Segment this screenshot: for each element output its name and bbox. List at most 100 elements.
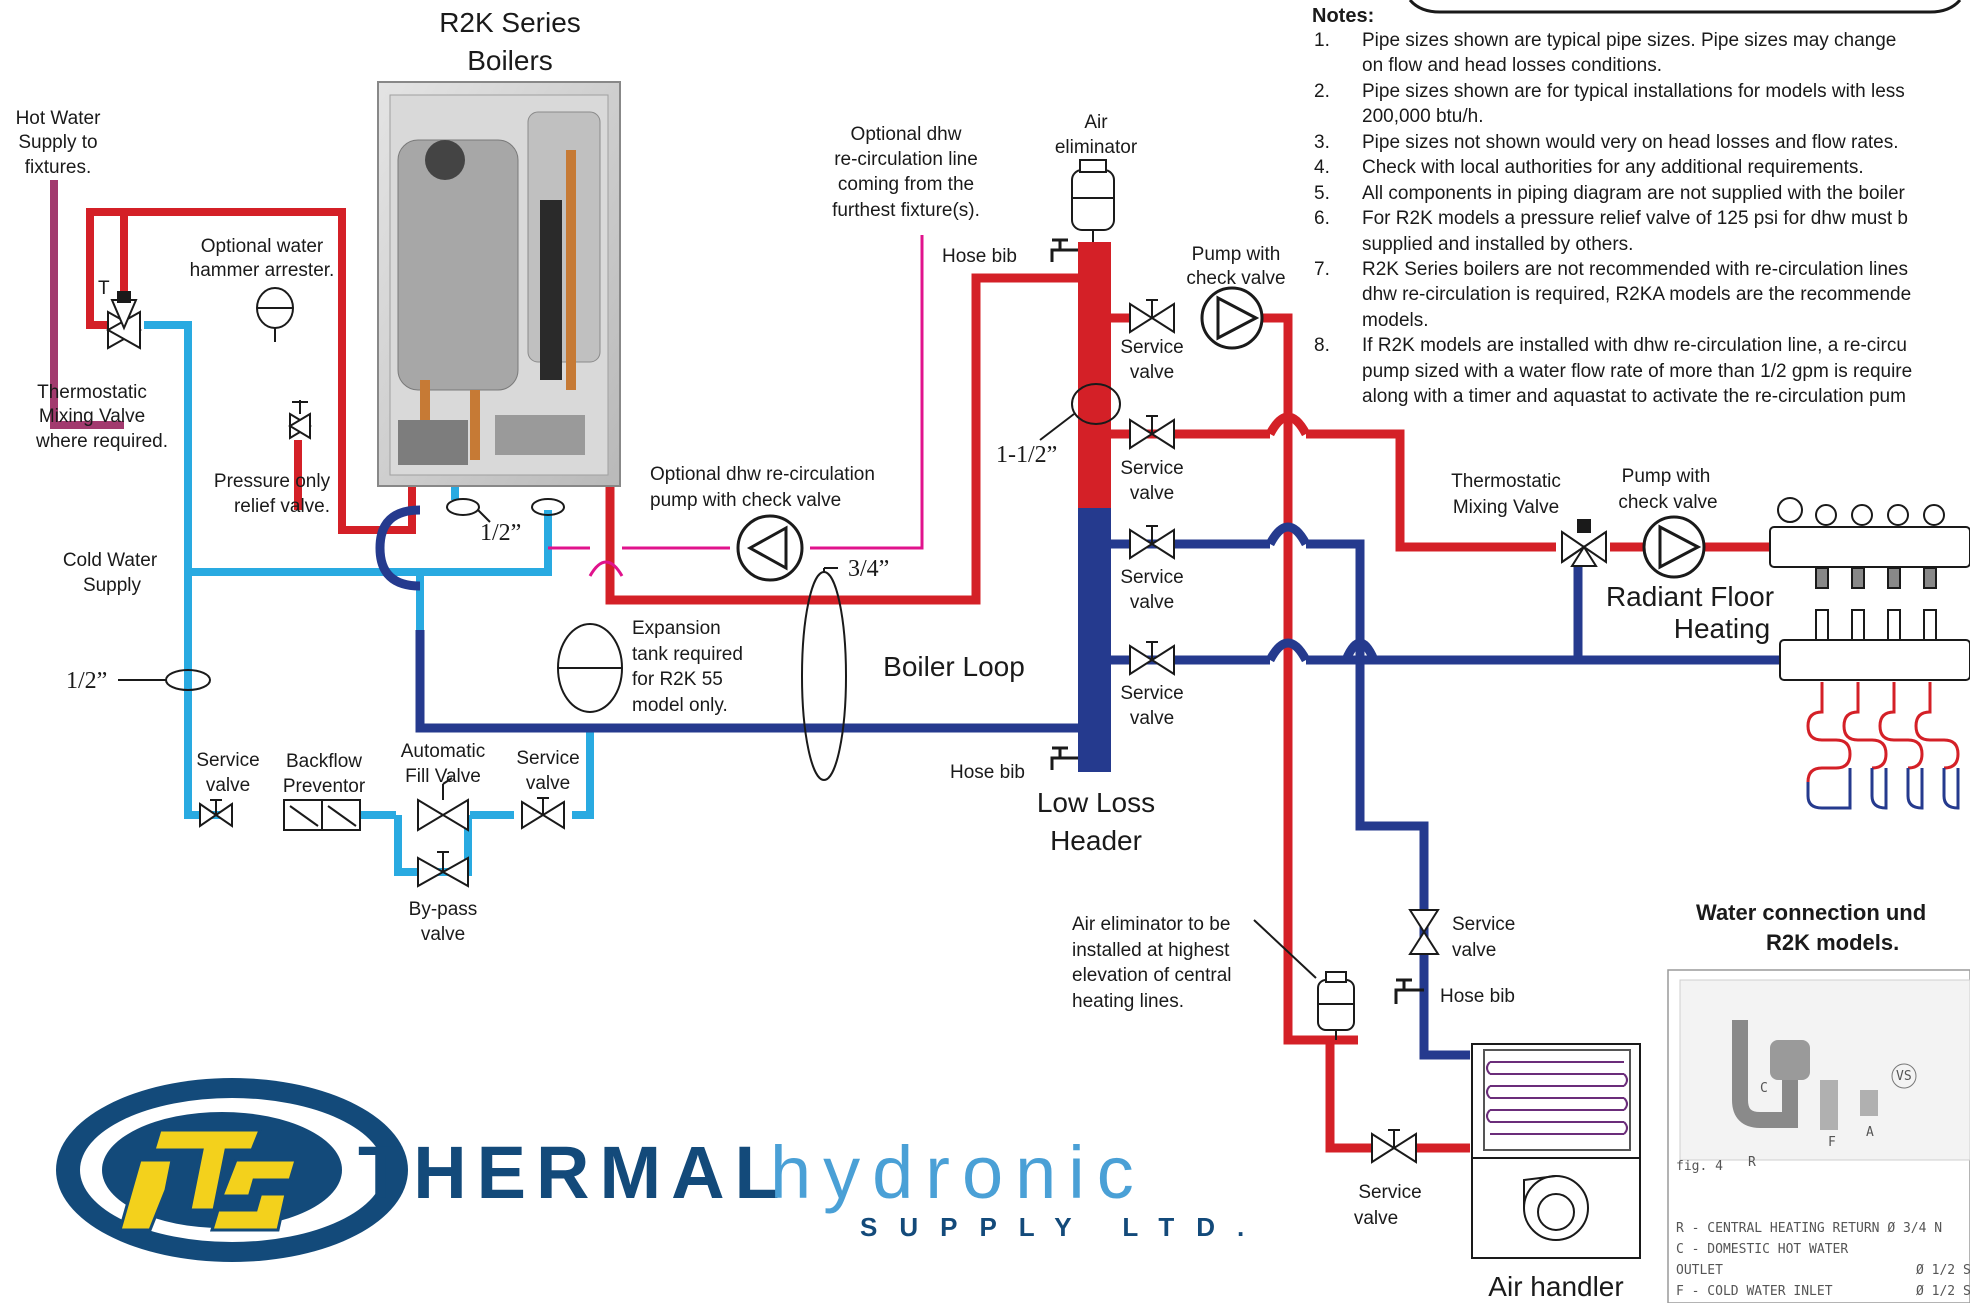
note-7-line-2: dhw re-circulation is required, R2KA mod… [1362, 284, 1911, 305]
bypass-label-2: valve [421, 924, 465, 945]
service-valve-2-label-2: valve [526, 773, 570, 794]
ah-elim-label-2: installed at highest [1072, 940, 1230, 961]
backflow-label-2: Preventor [283, 776, 366, 797]
wc-legend-c1: C - DOMESTIC HOT WATER [1676, 1242, 1848, 1257]
hot-water-label-1: Hot Water [16, 108, 101, 129]
autofill-label-1: Automatic [401, 741, 485, 762]
water-connection-fig: fig. 4 [1676, 1159, 1723, 1174]
cold-pipe-size: 1/2” [66, 668, 107, 694]
wc-label-vs: VS [1896, 1069, 1912, 1084]
ah-sv-top-label-2: valve [1452, 940, 1496, 961]
backflow-label-1: Backflow [286, 751, 362, 772]
recirc-pump-label-2: pump with check valve [650, 490, 841, 511]
autofill-label-2: Fill Valve [405, 766, 481, 787]
mixing-valve-t-label: T [98, 278, 110, 299]
ah-sv-bottom-label-2: valve [1354, 1208, 1398, 1229]
dhw-service-valve [199, 799, 233, 828]
header-pump-label-2: check valve [1186, 268, 1285, 289]
expansion-label-4: model only. [632, 695, 728, 716]
heating-pump-header [1200, 286, 1264, 350]
header-sv3-label-2: valve [1130, 592, 1174, 613]
header-sv1-label-1: Service [1120, 337, 1183, 358]
water-hammer-arrester [256, 287, 294, 342]
notes-title: Notes: [1312, 5, 1374, 27]
logo-supply-ltd: SUPPLY LTD. [860, 1212, 1266, 1242]
radiant-manifold [1769, 497, 1970, 681]
air-handler-service-valve-top [1408, 909, 1440, 955]
note-1-line-2: on flow and head losses conditions. [1362, 55, 1662, 76]
cold-water-label-1: Cold Water [63, 550, 158, 571]
radiant-pump [1642, 515, 1706, 579]
air-handler-service-valve-bottom [1371, 1129, 1417, 1164]
low-loss-header-label-2: Header [1050, 825, 1142, 856]
note-5-num: 5. [1314, 183, 1330, 204]
note-1-num: 1. [1314, 30, 1330, 51]
wc-legend-r: R - CENTRAL HEATING RETURN Ø 3/4 N [1676, 1221, 1942, 1236]
radiant-tmv-label-2: Mixing Valve [1453, 497, 1559, 518]
radiant-pump-label-2: check valve [1618, 492, 1717, 513]
note-3-num: 3. [1314, 132, 1330, 153]
boiler-title-line1: R2K Series [439, 7, 581, 38]
note-5-line-1: All components in piping diagram are not… [1362, 183, 1906, 204]
low-loss-header-hot [1078, 242, 1111, 510]
ah-elim-label-3: elevation of central [1072, 965, 1232, 986]
arrester-label-2: hammer arrester. [190, 260, 335, 281]
note-4-num: 4. [1314, 157, 1330, 178]
logo-hydronic: hydronic [770, 1131, 1146, 1214]
wc-label-a: A [1866, 1125, 1874, 1140]
bypass-valve [417, 851, 469, 888]
expansion-label-3: for R2K 55 [632, 669, 723, 690]
header-pipe-size: 1-1/2” [996, 442, 1057, 468]
wc-legend-c2: OUTLET [1676, 1263, 1723, 1278]
air-eliminator-label-2: eliminator [1055, 137, 1138, 158]
note-4-line-1: Check with local authorities for any add… [1362, 157, 1864, 178]
recirc-pipe-size: 3/4” [848, 556, 889, 582]
header-sv1-label-2: valve [1130, 362, 1174, 383]
hot-water-label-2: Supply to [18, 132, 97, 153]
expansion-label-1: Expansion [632, 618, 721, 639]
recirculation-line [548, 235, 924, 550]
mixing-valve-label-3: where required. [35, 431, 168, 452]
note-7-line-3: models. [1362, 310, 1429, 331]
water-connection-title-1: Water connection und [1696, 900, 1926, 925]
logo-thermal: THERMAL [358, 1131, 790, 1214]
radiant-pump-label-1: Pump with [1622, 466, 1711, 487]
hot-water-label-3: fixtures. [25, 157, 92, 178]
boiler-loop-pipes [415, 539, 1790, 1060]
pipe-size-markers [118, 383, 1121, 781]
pressure-relief-valve [288, 400, 312, 440]
recirculation-pump [736, 514, 804, 582]
note-3-line-1: Pipe sizes not shown would very on head … [1362, 132, 1899, 153]
water-connection-title-2: R2K models. [1766, 930, 1899, 955]
recirc-line-label-2: re-circulation line [834, 149, 978, 170]
service-valve-1-label-1: Service [196, 750, 259, 771]
radiant-tmv-label-1: Thermostatic [1451, 471, 1561, 492]
note-8-line-2: pump sized with a water flow rate of mor… [1362, 361, 1912, 382]
recirc-line-label-4: furthest fixture(s). [832, 200, 980, 221]
header-sv2-label-1: Service [1120, 458, 1183, 479]
note-6-line-2: supplied and installed by others. [1362, 234, 1633, 255]
service-valve-2-label-1: Service [516, 748, 579, 769]
hose-bib-bottom [1050, 746, 1078, 770]
service-valve-1-label-2: valve [206, 775, 250, 796]
recirc-line-label-1: Optional dhw [851, 124, 962, 145]
radiant-mixing-valve [1561, 519, 1607, 567]
note-8-num: 8. [1314, 335, 1330, 356]
air-handler-title: Air handler [1488, 1271, 1623, 1302]
low-loss-header-label-1: Low Loss [1037, 787, 1155, 818]
note-2-num: 2. [1314, 81, 1330, 102]
header-service-valves [1129, 299, 1175, 676]
boiler-title-line2: Boilers [467, 45, 553, 76]
air-eliminator-label-1: Air [1084, 112, 1108, 133]
header-sv2-label-2: valve [1130, 483, 1174, 504]
thermostatic-mixing-valve-dhw [105, 291, 143, 350]
note-6-line-1: For R2K models a pressure relief valve o… [1362, 208, 1908, 229]
note-7-line-1: R2K Series boilers are not recommended w… [1362, 259, 1908, 280]
note-8-line-1: If R2K models are installed with dhw re-… [1362, 335, 1907, 356]
hose-bib-top [1050, 238, 1078, 262]
pipe-crossovers [588, 412, 1379, 663]
header-pump-label-1: Pump with [1192, 244, 1281, 265]
boiler-return-crossing [375, 505, 421, 591]
ah-elim-label-1: Air eliminator to be [1072, 914, 1230, 935]
thermal-hydronic-logo [56, 1078, 408, 1262]
